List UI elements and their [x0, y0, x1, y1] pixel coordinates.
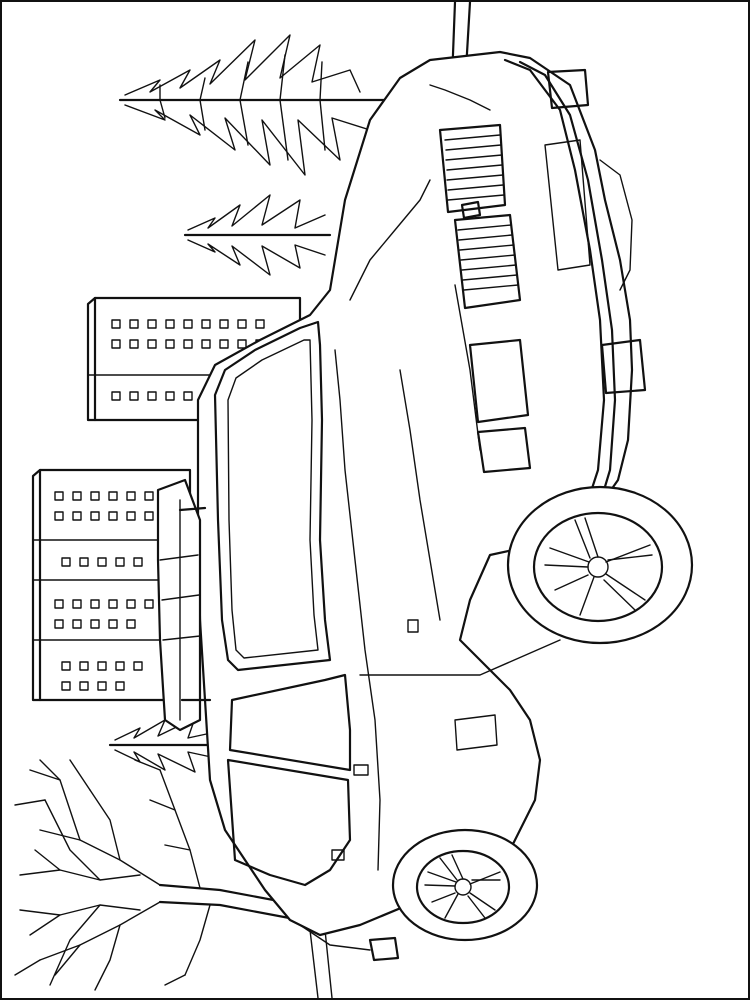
rear-wheel	[391, 828, 539, 942]
bare-tree	[14, 759, 302, 991]
fir-tree-large	[118, 34, 392, 176]
front-wheel	[506, 485, 694, 645]
fir-tree-small	[183, 194, 332, 276]
rear-bumper	[299, 924, 400, 962]
car-body	[196, 50, 647, 937]
roof-rack	[156, 478, 212, 732]
